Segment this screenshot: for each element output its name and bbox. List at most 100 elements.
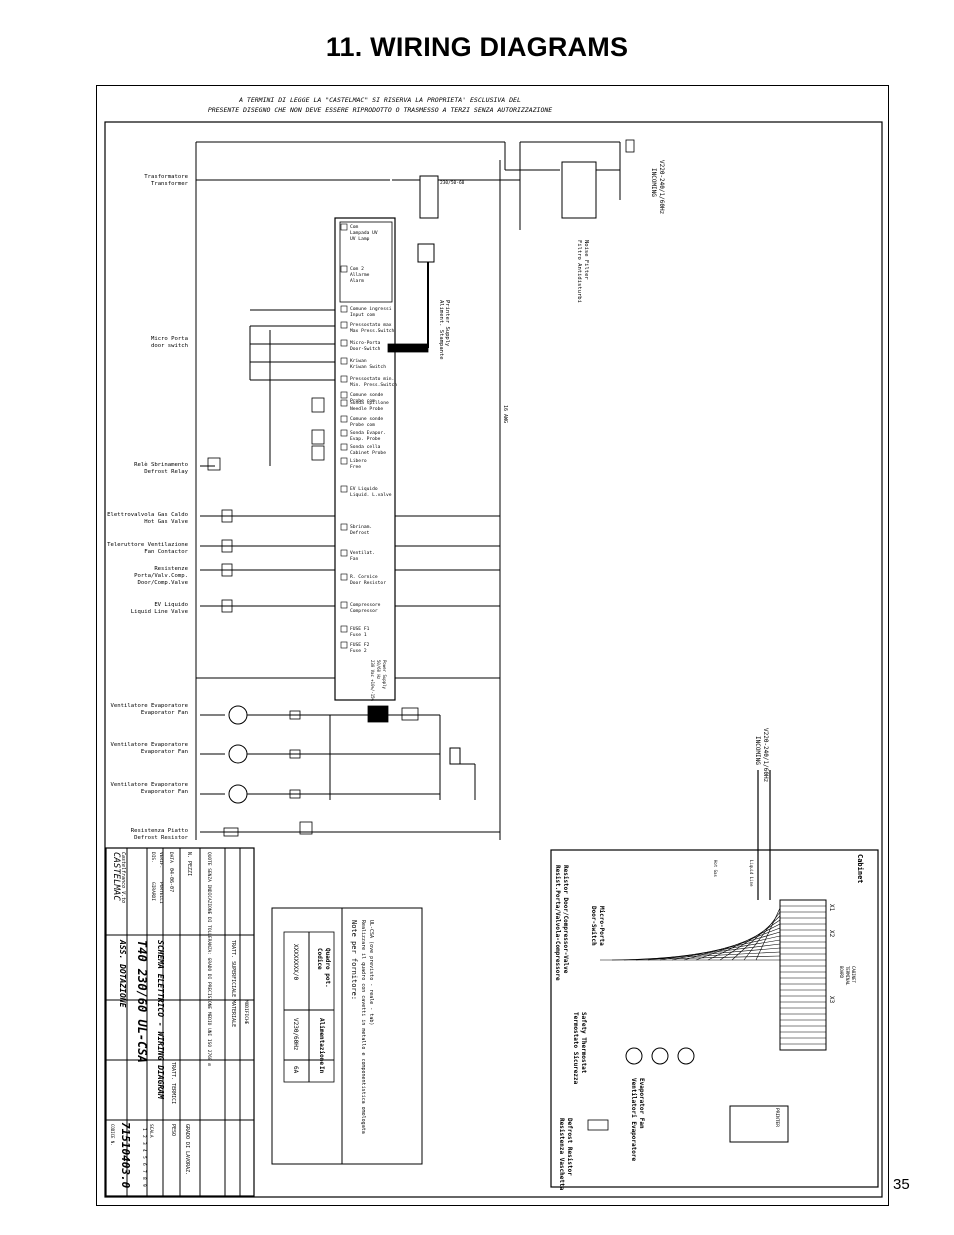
sheet-number: 1	[141, 1128, 147, 1131]
cabinet-incoming-label: INCOMING	[754, 736, 761, 765]
controller-label: Pressostato max	[350, 322, 392, 328]
cabinet-wire	[659, 939, 781, 961]
component-label: Hot Gas Valve	[144, 519, 188, 525]
coil-symbol	[221, 563, 233, 577]
relay-coil	[207, 457, 221, 471]
cabinet-wire	[755, 907, 781, 961]
cabinet-incoming-label: V220-240/1/60Hz	[762, 728, 769, 783]
component-label: Resistenze	[154, 566, 188, 572]
sheet-number: 3	[141, 1142, 147, 1145]
sheet-number: 2	[141, 1135, 147, 1138]
title-location: Castelfranco V.to	[120, 852, 126, 903]
noise-filter	[561, 161, 597, 219]
controller-label: Com	[350, 224, 359, 230]
terminal	[340, 485, 348, 493]
label: 230/50-60	[440, 180, 465, 186]
probe-symbol	[311, 445, 325, 461]
controller-label: Max Press.Switch	[350, 328, 394, 334]
cabinet-wire	[635, 947, 781, 961]
component-label: Liquid Line Valve	[131, 609, 189, 615]
fan-motor-icon	[625, 1047, 643, 1065]
table-cell: V230/60Hz	[292, 1018, 299, 1051]
probe-symbol	[311, 429, 325, 445]
component-label: Teleruttore Ventilazione	[107, 542, 188, 548]
printer-box	[729, 1105, 789, 1143]
cabinet-x-label: X2	[828, 930, 835, 938]
controller-label: FUSE F2	[350, 642, 370, 648]
component-label: Trasformatore	[144, 174, 188, 180]
terminal	[340, 429, 348, 437]
table-header: Alimentazione	[318, 1018, 325, 1065]
title-description: SCHEMA ELETTRICO - WIRING DIAGRAM	[156, 940, 165, 1100]
title-field: DATA	[168, 852, 174, 863]
controller-label: Free	[350, 464, 361, 470]
fan-motor-icon	[228, 705, 248, 725]
resistor	[223, 827, 239, 837]
controller-label: Com 2	[350, 266, 364, 272]
controller-label: Probe com	[350, 398, 375, 404]
cabinet-component-label: Safety Thermostat	[580, 1012, 587, 1074]
cabinet-x-label: X3	[828, 996, 835, 1004]
component-label: Evaporator Fan	[141, 749, 188, 755]
terminal	[340, 625, 348, 633]
title-code: 71510403.0	[119, 1122, 132, 1189]
controller-label: Comune ingressi	[350, 306, 392, 312]
cabinet-component-label: Door-Switch	[590, 906, 597, 946]
capacitor	[289, 749, 301, 759]
cabinet-component-label: Micro-Porta	[598, 906, 605, 946]
terminal	[340, 549, 348, 557]
sheet-number: 7	[141, 1170, 147, 1173]
printer-plug	[401, 707, 419, 721]
sheet-number: 4	[141, 1149, 147, 1152]
sheet-number: 5	[141, 1156, 147, 1159]
table-cell: XXXXXXXX/0	[292, 944, 299, 981]
probe-symbol	[311, 397, 325, 413]
controller-label: Micro-Porta	[350, 340, 381, 346]
capacitor	[289, 789, 301, 799]
title-model: T40 230/60 UL-CSA	[135, 940, 149, 1063]
terminal-strip	[779, 899, 827, 1051]
cabinet-diagram-frame	[550, 849, 879, 1188]
title-code-label: CODICE N.	[110, 1124, 115, 1146]
controller-label: Sonda Evapor.	[350, 430, 386, 436]
terminal-block	[367, 705, 389, 723]
cabinet-component-label: Resistor Door/Compressor-Valve	[562, 865, 569, 974]
cabinet-wire	[743, 911, 781, 961]
supply-label: 50/60 Hz	[376, 660, 381, 680]
fan-motor-icon	[651, 1047, 669, 1065]
controller-label: Fuse 1	[350, 632, 367, 638]
title-field: SCALA	[148, 1124, 154, 1138]
controller-board	[334, 217, 396, 701]
cabinet-terminal-label: BOARD	[839, 966, 844, 979]
table-note-title: Note per fornitore:	[350, 920, 358, 1000]
incoming-label: INCOMING	[650, 168, 657, 197]
coil-symbol	[221, 539, 233, 553]
cabinet-wire	[719, 919, 781, 961]
cabinet-valve-label: Hot Gas	[713, 860, 718, 877]
component-label: Resistenza Piatto	[131, 828, 188, 834]
title-field: GIRARDI	[150, 882, 156, 901]
cabinet-component-label: Termostato Sicurezza	[572, 1012, 579, 1085]
component-label: Evaporator Fan	[141, 710, 188, 716]
notice-line: PRESENTE DISEGNO CHE NON DEVE ESSERE RIP…	[208, 106, 552, 114]
component-label: EV Liquido	[154, 602, 188, 608]
sheet-number: 9	[141, 1184, 147, 1187]
cabinet-x-label: X1	[828, 904, 835, 912]
controller-label: Comune sonde	[350, 416, 383, 422]
terminal	[340, 573, 348, 581]
fan-contactor	[449, 747, 461, 765]
controller-label: Alarm	[350, 278, 364, 284]
controller-label: Door Resistor	[350, 580, 386, 586]
controller-label: FUSE F1	[350, 626, 370, 632]
terminal	[340, 321, 348, 329]
thermostat	[299, 821, 313, 835]
coil-symbol	[221, 599, 233, 613]
component-label: Micro Porta	[151, 336, 188, 342]
terminal	[340, 443, 348, 451]
component-label: Defrost Resistor	[134, 835, 189, 841]
controller-label: Comune sonde	[350, 392, 383, 398]
supplier-note-table	[271, 907, 423, 1165]
title-field: MATERIALE	[230, 1000, 236, 1027]
terminal	[340, 223, 348, 231]
cabinet-component-label: Defrost Resistor	[566, 1118, 573, 1176]
